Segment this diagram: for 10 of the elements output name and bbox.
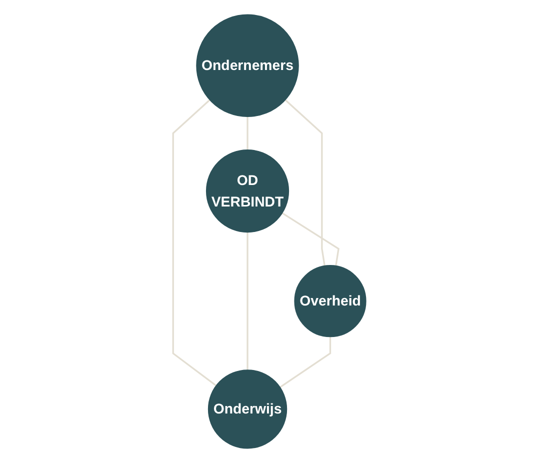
node-circle: Onderwijs (208, 370, 288, 449)
connector (246, 232, 248, 370)
connector (246, 116, 248, 150)
node-circle: Ondernemers (196, 14, 299, 118)
node-circle: OD VERBINDT (206, 149, 290, 233)
connector (282, 212, 340, 266)
connector (280, 336, 332, 388)
connector (284, 99, 326, 266)
node-circle: Overheid (294, 265, 366, 338)
connector (172, 99, 217, 386)
